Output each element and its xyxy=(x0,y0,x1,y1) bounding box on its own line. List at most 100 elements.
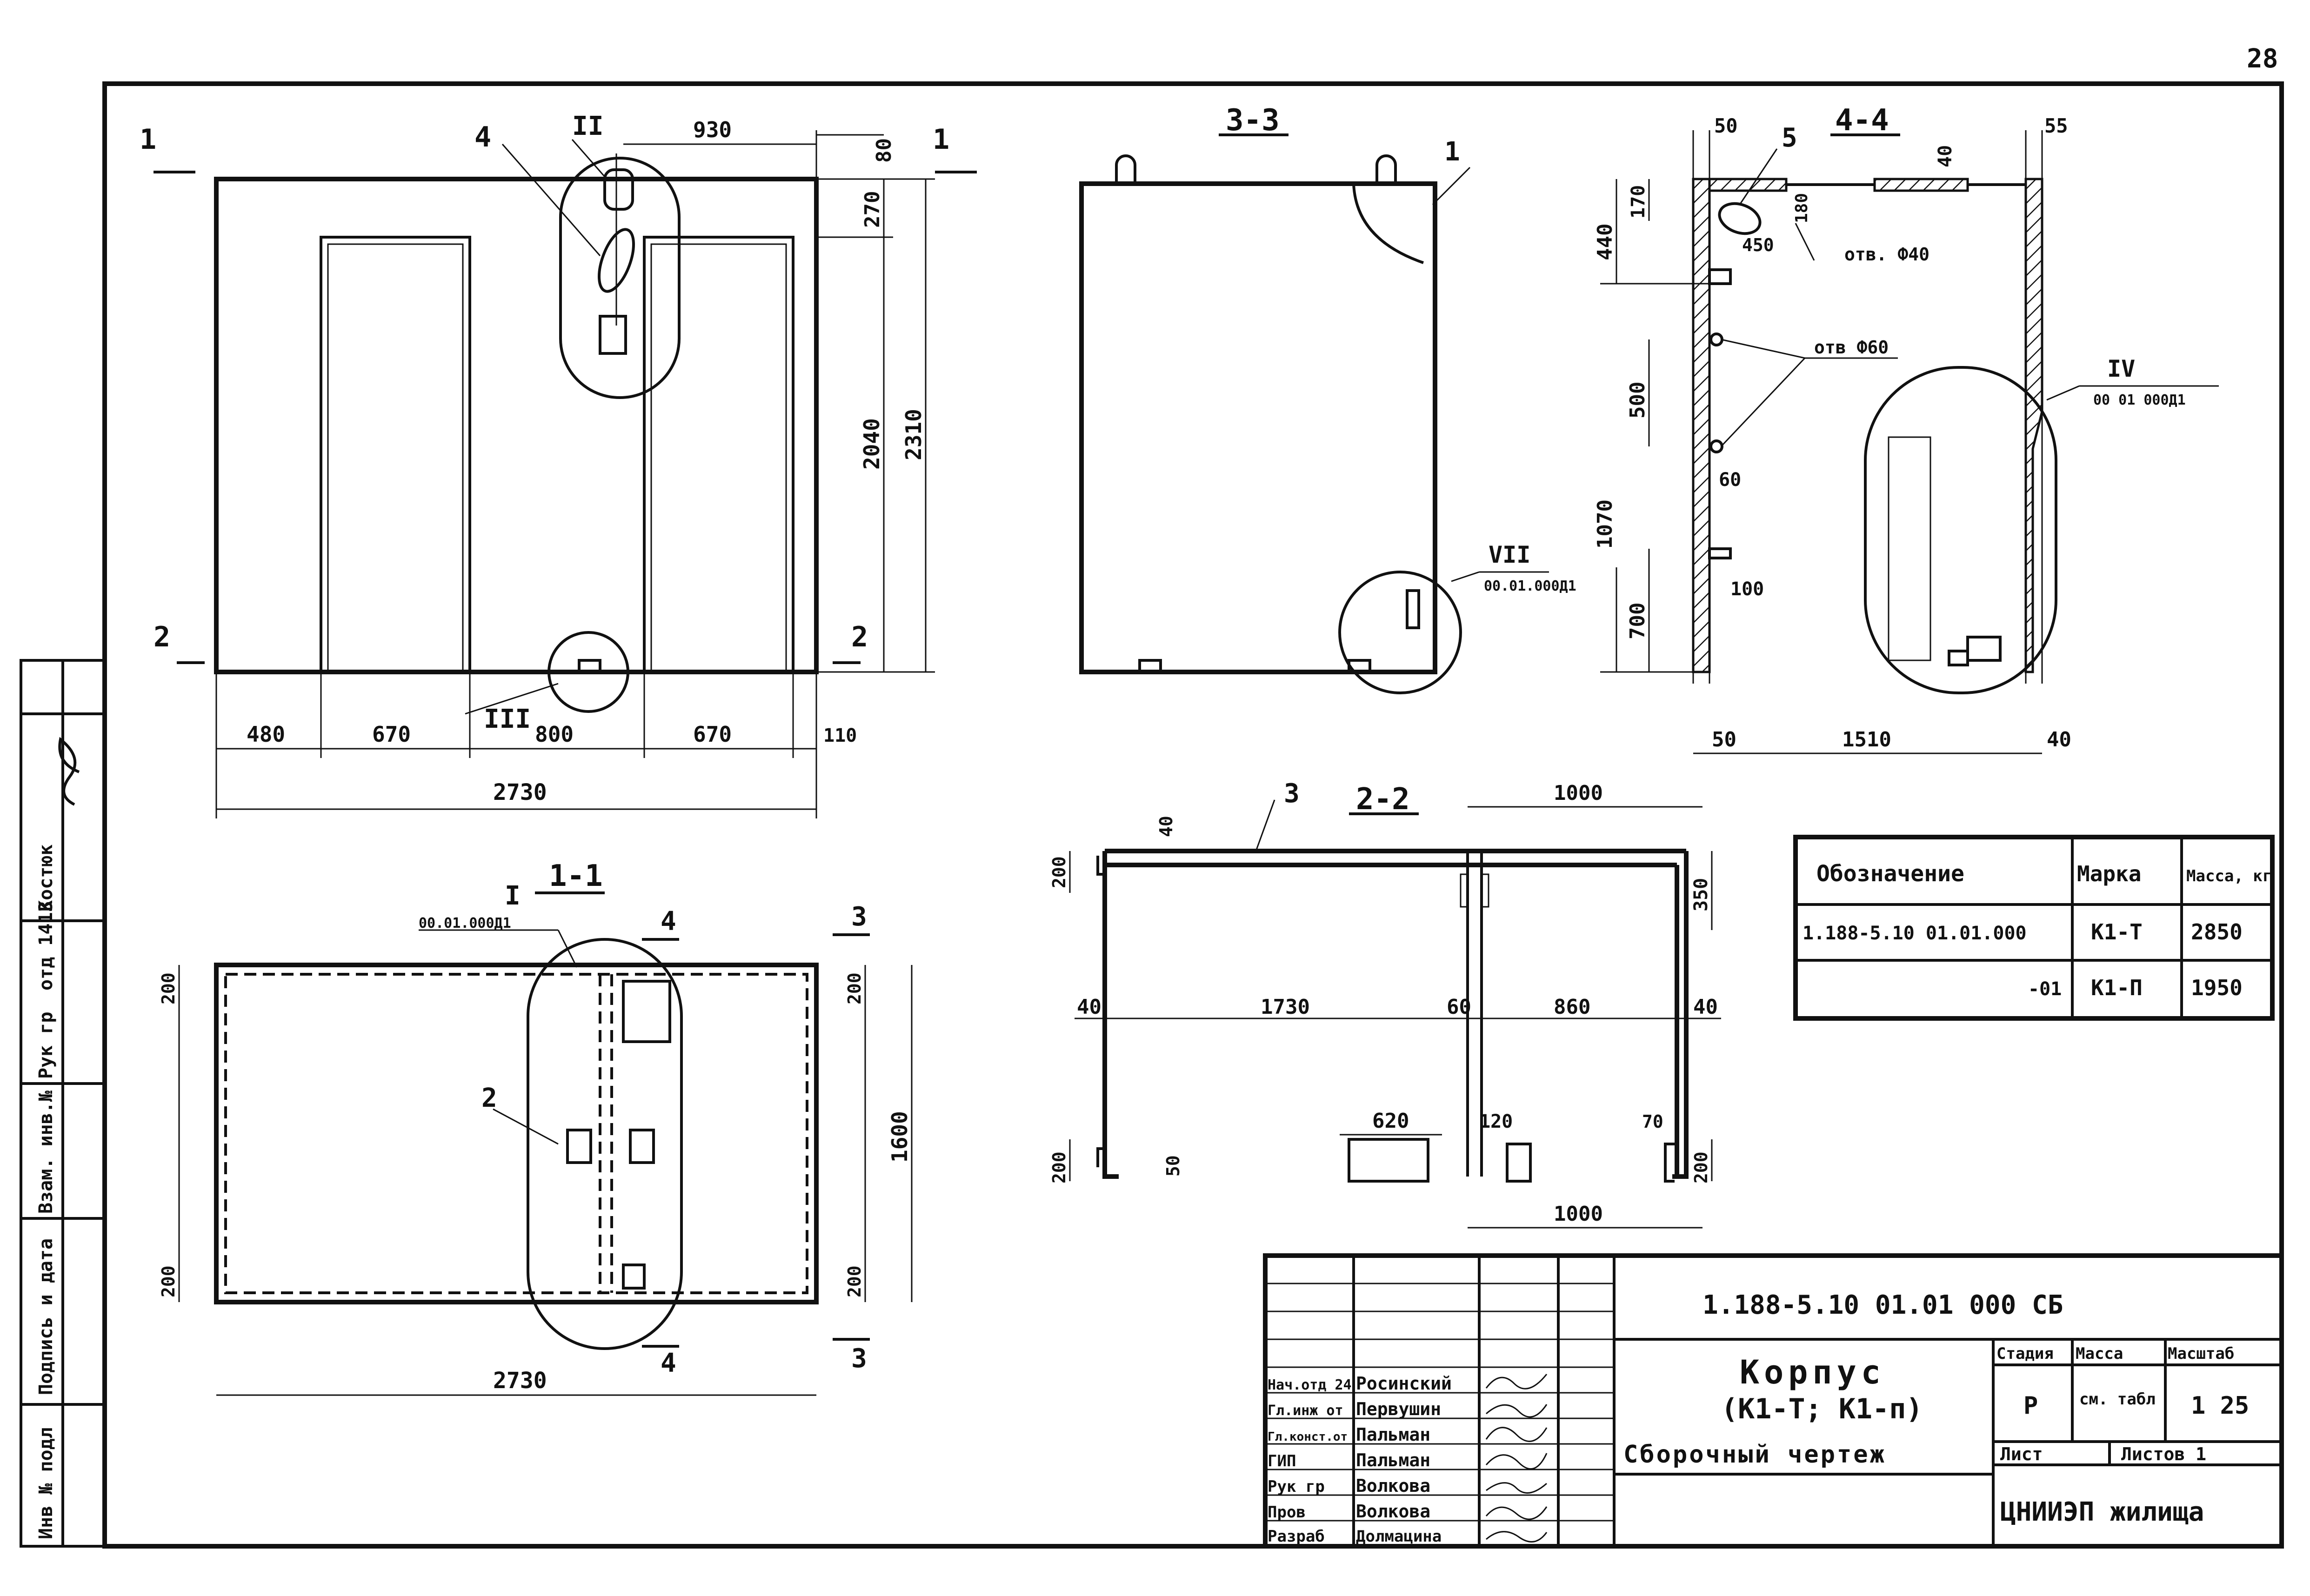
staff-role-4: ГИП xyxy=(1268,1452,1296,1470)
scale-value: 1 25 xyxy=(2191,1392,2249,1420)
front-dim-270: 270 xyxy=(861,191,884,228)
section-2-2-dim-70: 70 xyxy=(1642,1111,1663,1132)
side-strip-dept: отд 1413 xyxy=(35,901,57,991)
front-dim-670-left: 670 xyxy=(372,722,411,747)
section-1-1-dim-200-left-top: 200 xyxy=(158,972,179,1004)
front-dim-800: 800 xyxy=(535,722,574,747)
section-3-3-title: 3-3 xyxy=(1226,103,1280,138)
front-callout-III: III xyxy=(484,704,531,734)
section-3-3-callout-1: 1 xyxy=(1444,137,1460,167)
section-3-3: 3-3 1 VII 00.01.000Д1 xyxy=(1079,103,1576,694)
section-2-2-dim-350: 350 xyxy=(1690,878,1712,911)
side-strip-inv: Инв № подл xyxy=(35,1427,57,1539)
staff-name-1: Росинский xyxy=(1356,1373,1452,1394)
organization: ЦНИИЭП жилища xyxy=(2000,1497,2204,1527)
section-2-2-dim-120: 120 xyxy=(1479,1111,1513,1132)
staff-role-3: Гл.конст.от xyxy=(1268,1430,1348,1444)
section-2-2-dim-60: 60 xyxy=(1447,995,1471,1019)
section-4-4-detail-doc: 00 01 000Д1 xyxy=(2093,392,2186,408)
section-4-4-detail-ref: IV xyxy=(2107,355,2135,382)
title-block: 1.188-5.10 01.01 000 СБ Корпус (К1-Т; К1… xyxy=(1263,1253,2284,1549)
side-strip-group: Рук гр xyxy=(35,1012,57,1079)
section-1-1: 1-1 I 00.01.000Д1 4 3 2 4 3 200 200 200 … xyxy=(158,859,913,1396)
section-4-4-dim-50-bottom: 50 xyxy=(1712,728,1736,751)
front-section-mark-1-left: 1 xyxy=(140,123,156,156)
section-3-3-detail-doc: 00.01.000Д1 xyxy=(1484,578,1576,594)
front-dim-2310: 2310 xyxy=(901,409,926,460)
section-2-2-dim-40-c: 40 xyxy=(1693,995,1718,1019)
section-4-4-dim-700: 700 xyxy=(1626,603,1649,639)
page-number: 28 xyxy=(2247,44,2278,74)
section-2-2-title: 2-2 xyxy=(1356,782,1410,817)
side-strip: Инв № подл Подпись и дата Взам. инв.№ Ру… xyxy=(20,659,106,1548)
section-1-1-cut-4-top: 4 xyxy=(661,906,676,937)
staff-name-3: Пальман xyxy=(1356,1424,1430,1445)
spec-row2-designation: -01 xyxy=(2028,978,2062,1000)
spec-row2-mark: К1-П xyxy=(2091,975,2143,1000)
front-dim-670-right: 670 xyxy=(693,722,732,747)
section-4-4: 4-4 50 40 55 5 440 170 500 1070 700 450 … xyxy=(1593,103,2219,754)
section-4-4-dim-1510: 1510 xyxy=(1842,728,1891,751)
section-4-4-dim-100: 100 xyxy=(1730,579,1764,600)
section-2-2: 2-2 3 1000 40 200 350 40 1730 60 860 40 … xyxy=(1049,778,1721,1229)
stage-header: Стадия xyxy=(1996,1344,2054,1363)
front-callout-II: II xyxy=(572,111,603,141)
front-view: 1 1 2 2 4 II III 930 80 270 2040 2310 48… xyxy=(140,111,977,818)
title-line-2: (К1-Т; К1-п) xyxy=(1721,1393,1923,1425)
staff-name-7: Долмацина xyxy=(1356,1527,1442,1546)
drawing-frame xyxy=(102,81,2284,1549)
spec-header-mark: Марка xyxy=(2077,861,2141,886)
section-4-4-dim-500: 500 xyxy=(1626,382,1649,419)
sheets-label: Листов 1 xyxy=(2121,1444,2206,1464)
section-1-1-dim-200-right-top: 200 xyxy=(844,972,865,1004)
front-dim-110: 110 xyxy=(823,725,857,746)
section-4-4-dim-450: 450 xyxy=(1742,235,1774,255)
doc-code: 1.188-5.10 01.01 000 СБ xyxy=(1702,1290,2063,1320)
section-2-2-dim-620: 620 xyxy=(1372,1109,1409,1133)
sheet-label: Лист xyxy=(2000,1444,2043,1464)
section-1-1-dim-total: 2730 xyxy=(493,1368,547,1394)
section-4-4-title: 4-4 xyxy=(1835,103,1889,138)
spec-table: Обозначение Марка Масса, кг 1.188-5.10 0… xyxy=(1793,835,2275,1021)
front-section-mark-2-left: 2 xyxy=(154,621,170,653)
spec-row1-designation: 1.188-5.10 01.01.000 xyxy=(1803,923,2027,944)
side-strip-name: Костюк xyxy=(35,845,57,912)
section-2-2-dim-1000-top: 1000 xyxy=(1554,781,1603,805)
spec-row1-mark: К1-Т xyxy=(2091,919,2143,944)
section-1-1-callout-2: 2 xyxy=(481,1083,497,1113)
side-strip-replace: Взам. инв.№ xyxy=(35,1091,57,1214)
section-2-2-callout-3: 3 xyxy=(1284,778,1300,809)
front-section-mark-1-right: 1 xyxy=(933,123,949,156)
section-1-1-dim-200-right-bottom: 200 xyxy=(844,1265,865,1297)
section-2-2-dim-860: 860 xyxy=(1554,995,1590,1019)
section-4-4-dim-50-top: 50 xyxy=(1714,114,1738,137)
section-1-1-dim-200-left-bottom: 200 xyxy=(158,1265,179,1297)
section-2-2-dim-40-a: 40 xyxy=(1156,816,1176,837)
section-1-1-cut-4-bottom: 4 xyxy=(661,1348,676,1378)
spec-header-designation: Обозначение xyxy=(1816,861,1964,887)
scale-header: Масштаб xyxy=(2168,1344,2234,1363)
side-strip-signature-mark xyxy=(58,737,80,806)
front-dim-2040: 2040 xyxy=(859,418,884,470)
section-4-4-dim-40-top: 40 xyxy=(1935,145,1956,167)
section-1-1-title: 1-1 xyxy=(549,859,603,893)
front-dim-total: 2730 xyxy=(493,779,547,805)
front-dim-80: 80 xyxy=(872,138,896,163)
section-4-4-dim-440: 440 xyxy=(1593,224,1617,260)
section-4-4-dim-40-bottom: 40 xyxy=(2047,728,2071,751)
spec-row1-mass: 2850 xyxy=(2191,919,2243,944)
front-dim-480: 480 xyxy=(247,722,285,747)
section-4-4-dim-170: 170 xyxy=(1628,185,1649,219)
section-1-1-cut-3-bottom: 3 xyxy=(851,1343,867,1374)
section-2-2-dim-200-c: 200 xyxy=(1049,1151,1069,1184)
stage-value: Р xyxy=(2023,1392,2038,1420)
section-4-4-hole-60: отв Ф60 xyxy=(1814,337,1889,358)
staff-name-4: Пальман xyxy=(1356,1450,1430,1470)
section-4-4-callout-5: 5 xyxy=(1782,123,1797,153)
section-4-4-dim-1070: 1070 xyxy=(1593,499,1617,549)
mass-header: Масса xyxy=(2076,1344,2123,1363)
staff-name-6: Волкова xyxy=(1356,1501,1430,1522)
staff-role-1: Нач.отд 24 xyxy=(1268,1377,1352,1393)
title-line-3: Сборочный чертеж xyxy=(1623,1441,1886,1469)
mass-value: см. табл xyxy=(2079,1390,2156,1409)
